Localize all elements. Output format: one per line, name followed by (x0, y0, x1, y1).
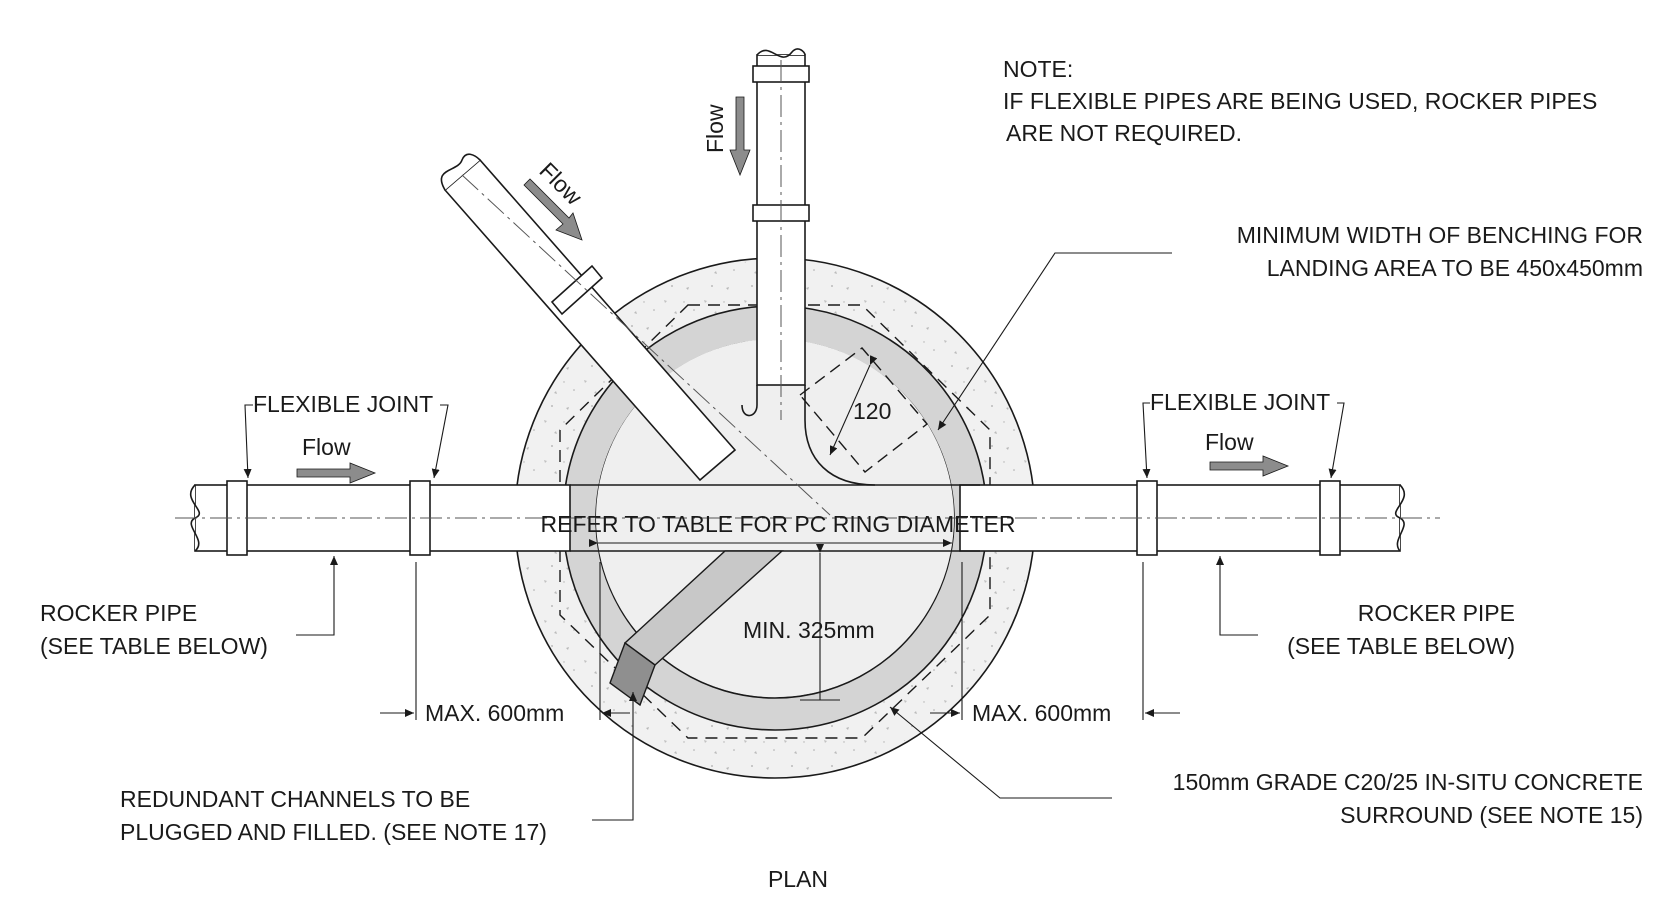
redundant-line-2: PLUGGED AND FILLED. (SEE NOTE 17) (120, 819, 547, 845)
flow-top-label: Flow (702, 104, 728, 153)
dim-120-label: 120 (853, 398, 891, 424)
concrete-line-2: SURROUND (SEE NOTE 15) (1340, 802, 1643, 828)
top-channel-bend (804, 385, 876, 486)
labels: NOTE: IF FLEXIBLE PIPES ARE BEING USED, … (40, 56, 1643, 892)
pipes (175, 48, 1440, 707)
plan-caption: PLAN (768, 866, 828, 892)
flow-arrow-right (1209, 455, 1290, 477)
flex-left-leader-b (431, 404, 449, 479)
rocker-left-line-1: ROCKER PIPE (40, 600, 197, 626)
flow-left-label: Flow (302, 434, 351, 460)
rocker-left-leader (296, 556, 338, 636)
note-heading: NOTE: (1003, 56, 1073, 82)
diagonal-pipe-body (443, 158, 737, 482)
ring-diameter-label: REFER TO TABLE FOR PC RING DIAMETER (541, 511, 1016, 537)
top-pipe-break (756, 48, 806, 58)
dimension-lines (243, 252, 1345, 821)
benching-line-2: LANDING AREA TO BE 450x450mm (1267, 255, 1643, 281)
max-left-label: MAX. 600mm (425, 700, 564, 726)
concrete-line-1: 150mm GRADE C20/25 IN-SITU CONCRETE (1173, 769, 1643, 795)
redundant-line-1: REDUNDANT CHANNELS TO BE (120, 786, 470, 812)
flow-arrows (296, 96, 1290, 484)
diagonal-inlet-pipe (440, 153, 737, 482)
diagonal-pipe-break (440, 153, 481, 191)
redundant-leader (592, 692, 637, 821)
rocker-right-line-1: ROCKER PIPE (1358, 600, 1515, 626)
concrete-leader (889, 706, 1112, 799)
note-line-1: IF FLEXIBLE PIPES ARE BEING USED, ROCKER… (1003, 88, 1597, 114)
redundant-channel-plug (609, 641, 656, 707)
diagonal-pipe-joint (550, 264, 604, 316)
note-line-2: ARE NOT REQUIRED. (1006, 120, 1242, 146)
max-right-label: MAX. 600mm (972, 700, 1111, 726)
dim-120-line (829, 355, 878, 456)
flexible-joint-left-label: FLEXIBLE JOINT (253, 391, 433, 417)
flow-arrow-top (729, 96, 751, 177)
flow-arrow-diagonal (523, 178, 583, 241)
benching-leader (937, 252, 1172, 431)
centerline-diagonal (461, 174, 831, 516)
top-channel-end (741, 385, 758, 417)
rocker-right-leader (1216, 556, 1258, 636)
flow-arrow-left (296, 462, 377, 484)
rocker-left-line-2: (SEE TABLE BELOW) (40, 633, 268, 659)
flow-right-label: Flow (1205, 429, 1254, 455)
rocker-right-line-2: (SEE TABLE BELOW) (1287, 633, 1515, 659)
flex-right-leader-a (1142, 402, 1151, 479)
benching-line-1: MINIMUM WIDTH OF BENCHING FOR (1237, 222, 1643, 248)
flex-right-leader-b (1328, 402, 1345, 479)
min-325-label: MIN. 325mm (743, 617, 875, 643)
flexible-joint-right-label: FLEXIBLE JOINT (1150, 389, 1330, 415)
flex-left-leader-a (243, 404, 253, 479)
